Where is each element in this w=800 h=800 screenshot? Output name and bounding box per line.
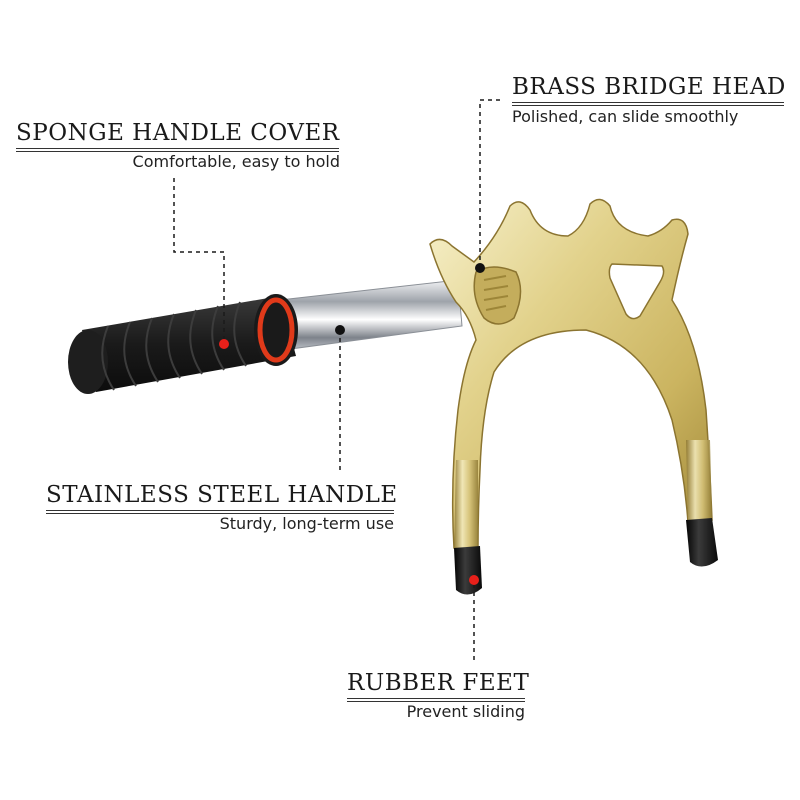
brass-title: BRASS BRIDGE HEAD: [512, 74, 786, 100]
marker-sponge: [219, 339, 229, 349]
leader-lines: [173, 99, 500, 660]
steel-title: STAINLESS STEEL HANDLE: [46, 482, 398, 508]
sponge-handle: [68, 294, 298, 394]
sponge-title-underline: [16, 148, 339, 152]
rubber-title-underline: [347, 698, 525, 702]
rubber-desc: Prevent sliding: [406, 702, 525, 721]
marker-dots: [219, 263, 485, 585]
marker-brass: [475, 263, 485, 273]
rubber-title: RUBBER FEET: [347, 670, 530, 696]
marker-rubber: [469, 575, 479, 585]
marker-steel: [335, 325, 345, 335]
rubber-foot-left: [454, 546, 482, 595]
brass-desc: Polished, can slide smoothly: [512, 107, 739, 126]
steel-desc: Sturdy, long-term use: [219, 514, 394, 533]
brass-bridge-head: [429, 198, 713, 549]
leader-brass: [479, 99, 500, 268]
rubber-foot-right: [686, 518, 718, 567]
steel-title-underline: [46, 510, 394, 514]
sponge-desc: Comfortable, easy to hold: [132, 152, 340, 171]
leader-sponge: [173, 178, 225, 344]
brass-title-underline: [512, 102, 784, 106]
sponge-title: SPONGE HANDLE COVER: [16, 120, 340, 146]
